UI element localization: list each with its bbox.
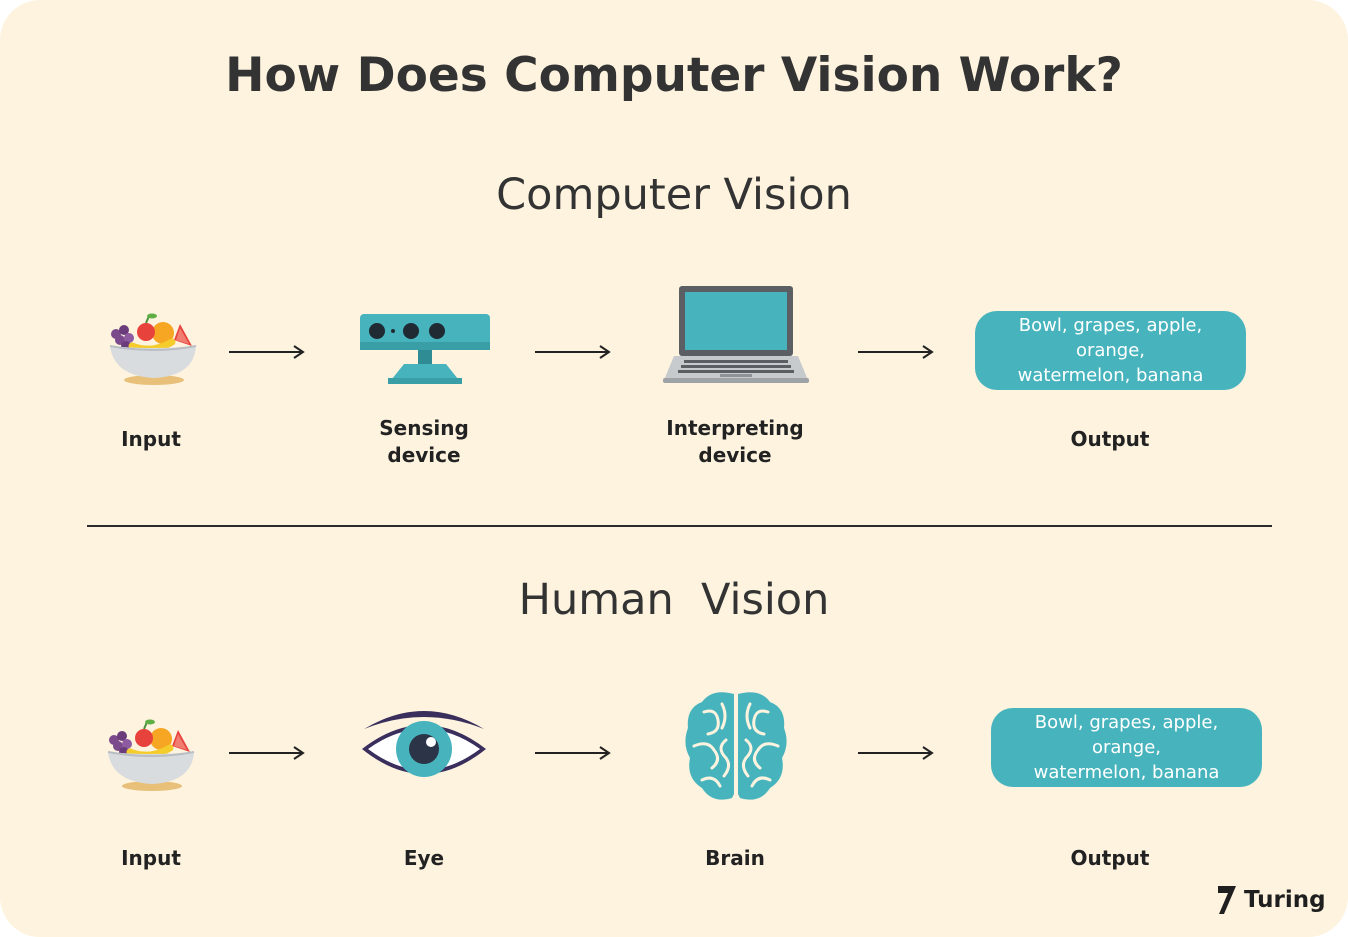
arrow-icon bbox=[858, 746, 934, 760]
arrow-icon bbox=[229, 746, 305, 760]
arrow-icon bbox=[535, 345, 611, 359]
computer-vision-heading: Computer Vision bbox=[496, 170, 852, 220]
human-vision-heading: Human Vision bbox=[518, 575, 830, 625]
brand-logo: Turing bbox=[1216, 884, 1326, 916]
step-label-input: Input bbox=[121, 846, 181, 870]
arrow-icon bbox=[229, 345, 305, 359]
brain-icon bbox=[685, 692, 787, 800]
fruit-bowl-icon bbox=[109, 313, 197, 385]
brand-name: Turing bbox=[1244, 887, 1326, 913]
step-label-brain: Brain bbox=[705, 846, 765, 870]
step-label-input: Input bbox=[121, 427, 181, 451]
step-label-interpreting-device: Interpreting device bbox=[666, 416, 804, 467]
step-label-output: Output bbox=[1070, 427, 1150, 451]
step-label-sensing-device: Sensing device bbox=[379, 416, 469, 467]
main-title: How Does Computer Vision Work? bbox=[225, 48, 1123, 103]
step-label-eye: Eye bbox=[403, 846, 445, 870]
sensing-device-icon bbox=[360, 314, 490, 384]
step-label-output: Output bbox=[1070, 846, 1150, 870]
turing-logo-icon bbox=[1218, 886, 1236, 914]
output-pill: Bowl, grapes, apple, orange, watermelon,… bbox=[975, 311, 1246, 390]
section-divider bbox=[87, 525, 1272, 527]
eye-icon bbox=[362, 711, 486, 777]
output-pill: Bowl, grapes, apple, orange, watermelon,… bbox=[991, 708, 1262, 787]
laptop-icon bbox=[663, 286, 809, 383]
arrow-icon bbox=[535, 746, 611, 760]
fruit-bowl-icon bbox=[107, 719, 195, 791]
arrow-icon bbox=[858, 345, 934, 359]
